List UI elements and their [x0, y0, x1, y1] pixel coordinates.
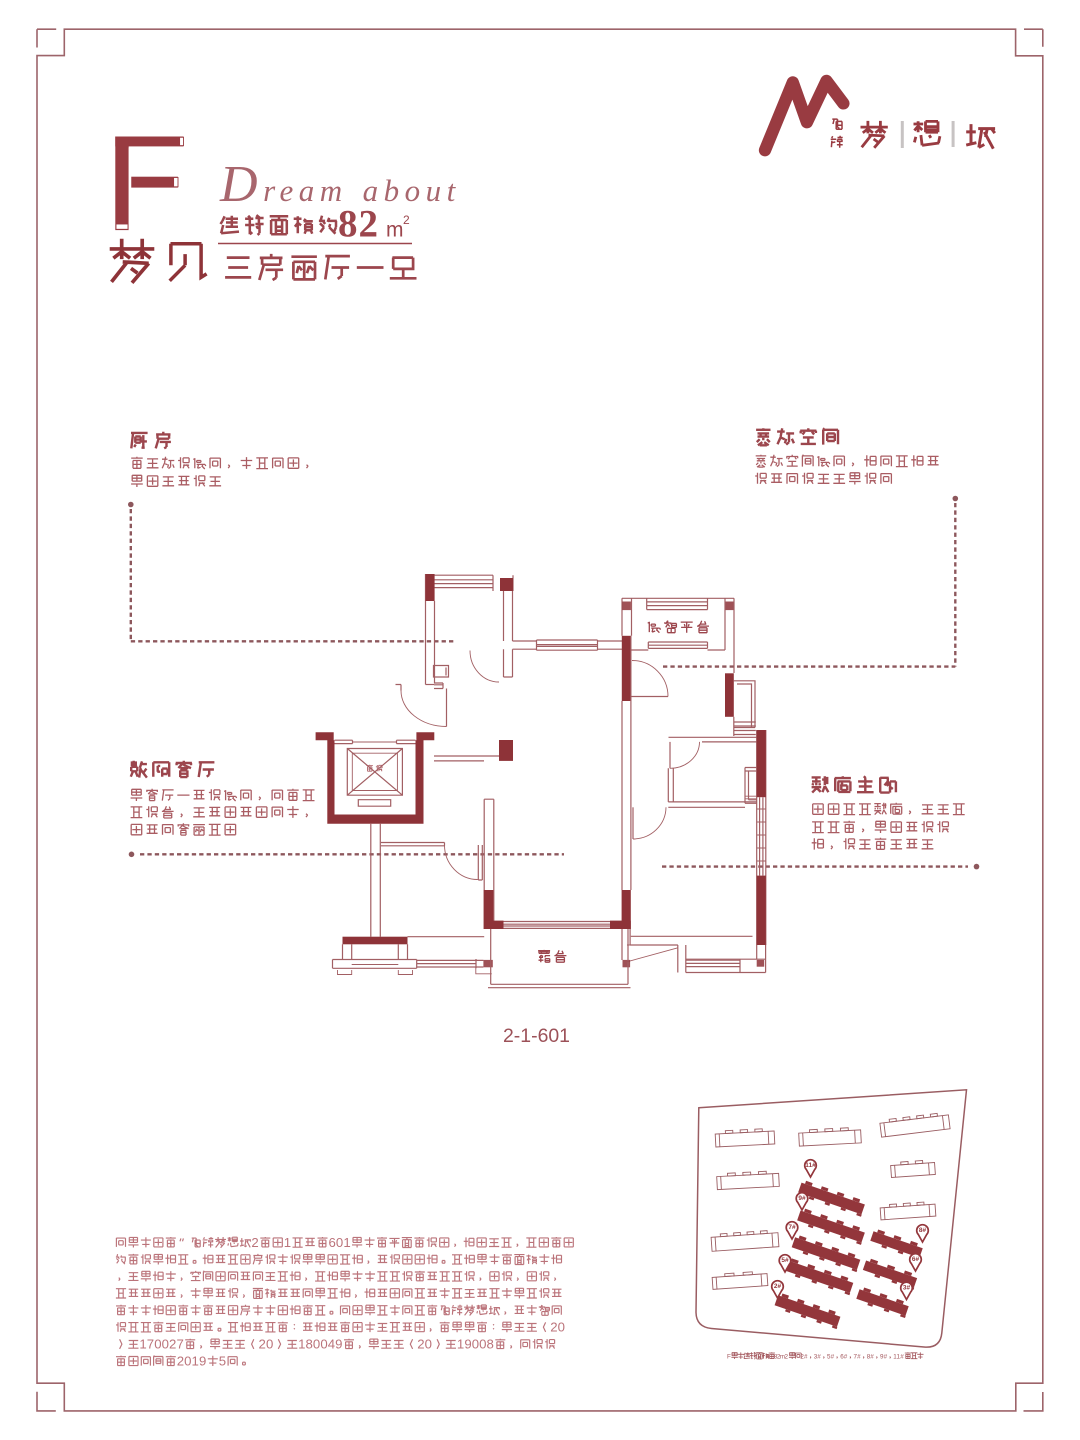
svg-text:82m2: 82m2 [774, 1354, 789, 1361]
svg-text:7#: 7# [854, 1354, 862, 1361]
svg-text:6#: 6# [912, 1256, 920, 1263]
svg-text:11#: 11# [805, 1162, 816, 1169]
svg-text:F: F [727, 1354, 731, 1361]
svg-text:1: 1 [284, 1235, 291, 1250]
svg-text:m: m [386, 219, 404, 242]
svg-text:20: 20 [550, 1320, 565, 1335]
svg-text:19008: 19008 [457, 1337, 494, 1352]
svg-text:2: 2 [251, 1235, 258, 1250]
svg-text:8#: 8# [919, 1227, 927, 1234]
svg-text:6#: 6# [840, 1354, 848, 1361]
svg-text:5#: 5# [781, 1257, 789, 1264]
svg-text:5#: 5# [827, 1354, 835, 1361]
svg-text:9#: 9# [880, 1354, 888, 1361]
svg-text:9#: 9# [798, 1195, 806, 1202]
svg-text:2-1-601: 2-1-601 [503, 1025, 570, 1047]
svg-text:180049: 180049 [298, 1337, 342, 1352]
svg-text:5: 5 [219, 1353, 226, 1368]
svg-text:2: 2 [403, 213, 410, 227]
svg-text:11#: 11# [893, 1354, 904, 1361]
svg-text:2#: 2# [800, 1354, 808, 1361]
svg-text:3#: 3# [814, 1354, 822, 1361]
svg-text:2019: 2019 [177, 1353, 207, 1368]
svg-text:20: 20 [417, 1337, 432, 1352]
svg-text:82: 82 [338, 203, 379, 246]
svg-text:3#: 3# [903, 1285, 911, 1292]
svg-text:8#: 8# [867, 1354, 875, 1361]
svg-text:20: 20 [259, 1337, 274, 1352]
svg-text:7#: 7# [788, 1224, 796, 1231]
svg-text:601: 601 [329, 1235, 351, 1250]
svg-text:170027: 170027 [139, 1337, 183, 1352]
svg-text:2#: 2# [774, 1283, 782, 1290]
